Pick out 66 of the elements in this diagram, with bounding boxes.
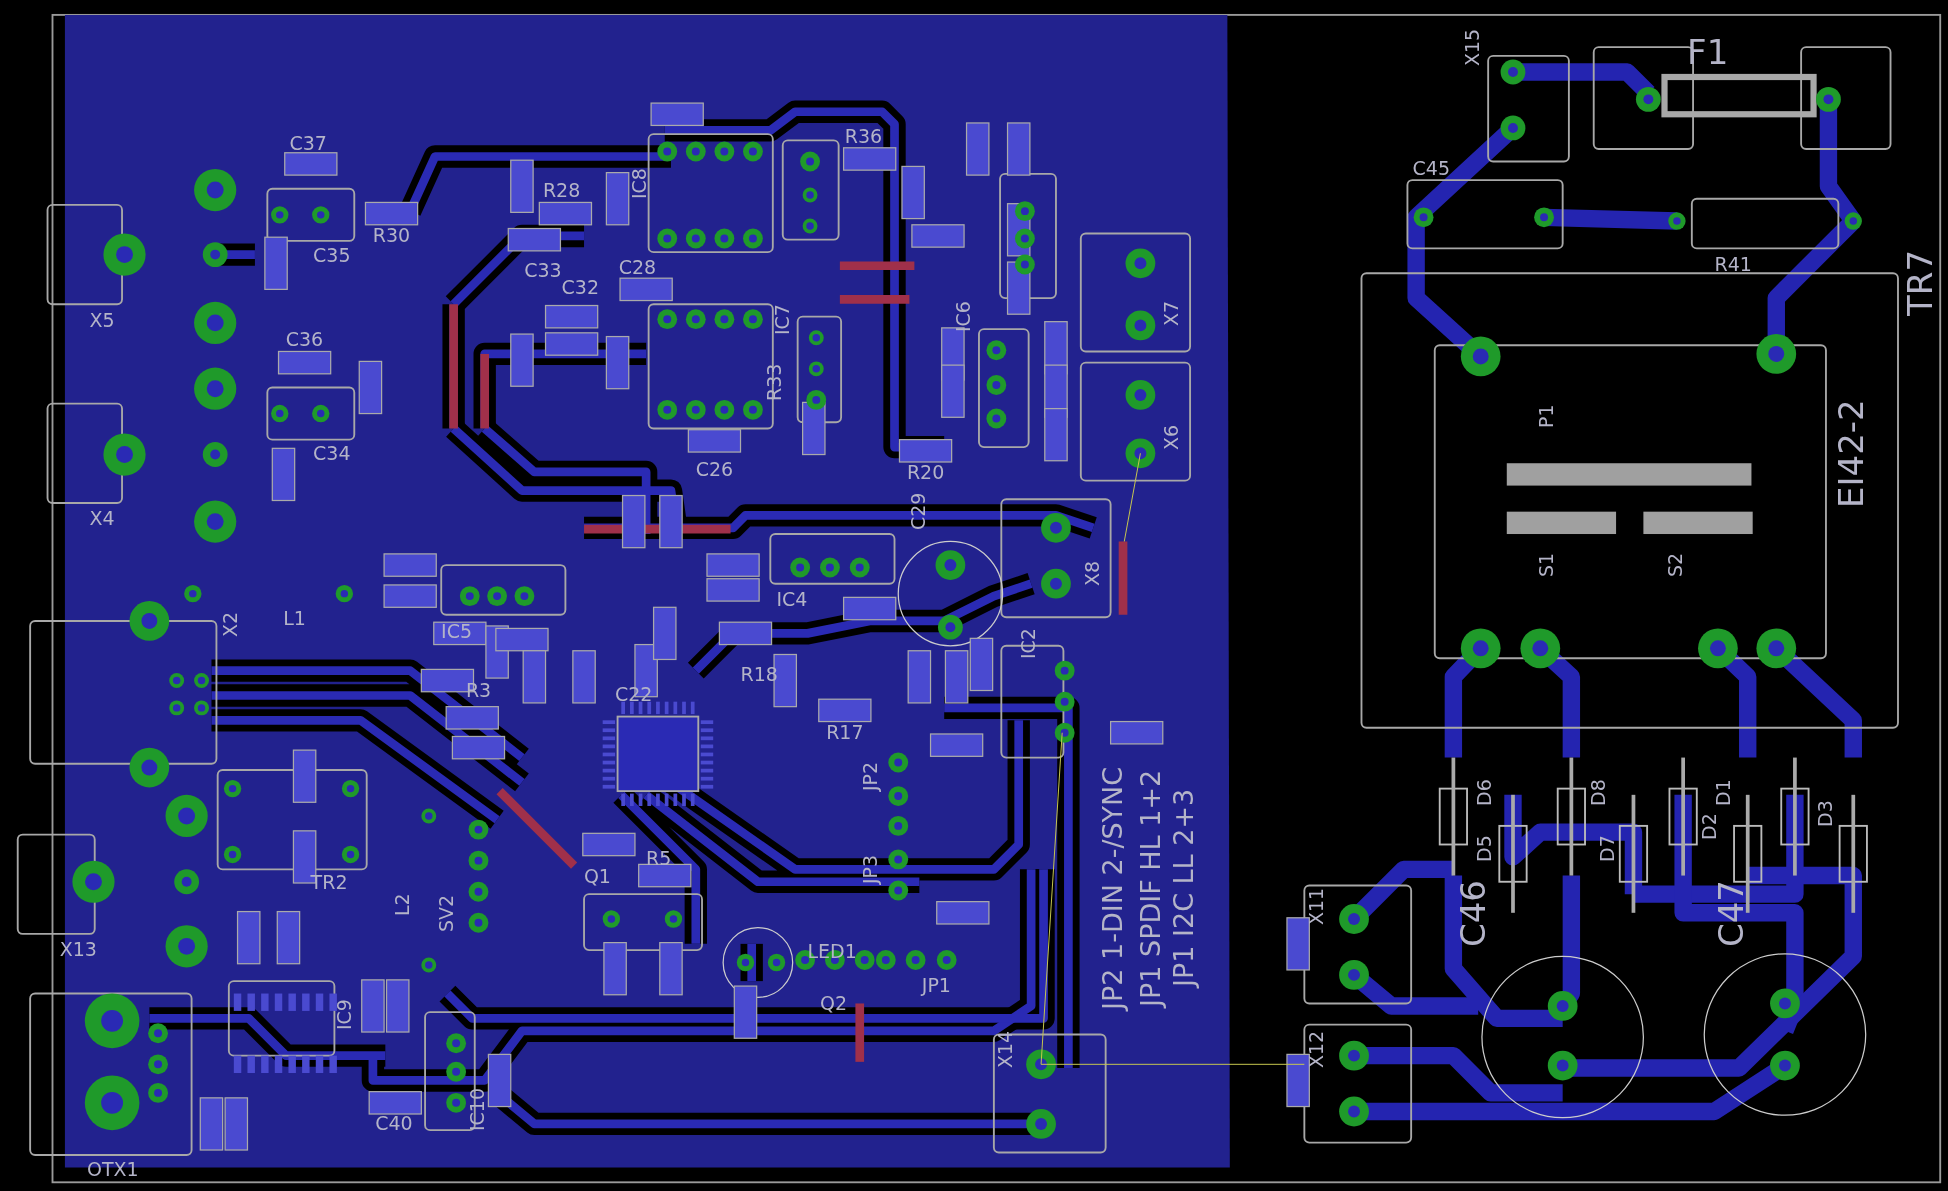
component-designator: IC10 — [468, 1087, 488, 1131]
component-designator: C37 — [289, 134, 327, 154]
component-designator: C40 — [375, 1114, 413, 1134]
component-designator: F1 — [1687, 34, 1729, 69]
component-designator: JP1 — [921, 976, 951, 996]
component-designator: X2 — [221, 612, 241, 638]
component-designator: S2 — [1666, 553, 1685, 578]
component-designator: X4 — [89, 509, 115, 529]
component-designator: C28 — [618, 258, 657, 278]
component-designator: X5 — [89, 310, 115, 330]
component-designator: D3 — [1816, 800, 1836, 828]
component-designator: Q1 — [583, 867, 611, 887]
component-designator: C26 — [695, 459, 734, 479]
component-designator: X8 — [1083, 561, 1103, 587]
component-designator: R30 — [372, 226, 411, 246]
component-designator: X11 — [1306, 888, 1326, 926]
component-designator: TR2 — [310, 873, 348, 893]
component-designator: X6 — [1161, 424, 1181, 450]
component-designator: JP2 — [860, 761, 880, 791]
component-designator: S1 — [1536, 553, 1556, 578]
component-designator: C32 — [561, 278, 599, 298]
component-designator: LED1 — [807, 941, 857, 961]
component-designator: C35 — [313, 246, 351, 265]
component-designator: X14 — [996, 1031, 1016, 1069]
component-designator: EI42-2 — [1833, 399, 1868, 508]
component-designator: X7 — [1161, 300, 1181, 326]
component-designator: R20 — [906, 463, 945, 483]
component-designator: IC2 — [1018, 628, 1038, 660]
component-designator: IC9 — [335, 999, 355, 1031]
component-designator: IC6 — [954, 301, 974, 333]
component-designator: D5 — [1474, 835, 1494, 862]
component-designator: IC7 — [772, 303, 792, 335]
component-designator: R5 — [646, 848, 672, 868]
component-designator: D7 — [1597, 835, 1617, 862]
component-designator: C34 — [313, 443, 351, 463]
component-designator: R33 — [765, 363, 785, 402]
component-designator: C45 — [1412, 159, 1450, 178]
component-designator: R36 — [844, 126, 883, 146]
component-designator: C36 — [285, 330, 324, 350]
component-designator: C47 — [1714, 879, 1749, 947]
jumper-note: JP1 SPDIF HL 1+2 — [1136, 769, 1164, 1007]
component-designator: IC5 — [441, 622, 472, 642]
component-designator: SV2 — [437, 894, 457, 932]
component-designator: P1 — [1536, 404, 1556, 429]
component-designator: D2 — [1699, 812, 1719, 840]
component-designator: D8 — [1588, 779, 1608, 807]
component-designator: X15 — [1463, 28, 1483, 66]
component-designator: JP3 — [860, 855, 880, 885]
component-designator: D6 — [1474, 779, 1494, 807]
component-designator: R3 — [465, 680, 492, 700]
jumper-note: JP2 1-DIN 2-/SYNC — [1099, 766, 1127, 1010]
component-designator: C22 — [614, 684, 653, 704]
jumper-note: JP1 I2C LL 2+3 — [1170, 789, 1198, 988]
component-designator: IC4 — [776, 590, 808, 610]
component-designator: TR7 — [1903, 250, 1938, 317]
component-designator: R41 — [1714, 254, 1752, 274]
component-designator: R28 — [542, 181, 581, 201]
component-designator: C29 — [909, 492, 929, 531]
component-designator: C33 — [524, 260, 562, 280]
component-designator: IC8 — [629, 168, 649, 200]
component-designator: L1 — [283, 608, 306, 628]
component-designator: D1 — [1714, 779, 1734, 807]
component-designator: L2 — [392, 893, 412, 916]
component-designator: X12 — [1306, 1031, 1326, 1069]
component-designator: R17 — [826, 723, 864, 743]
component-designator: C46 — [1456, 879, 1490, 947]
